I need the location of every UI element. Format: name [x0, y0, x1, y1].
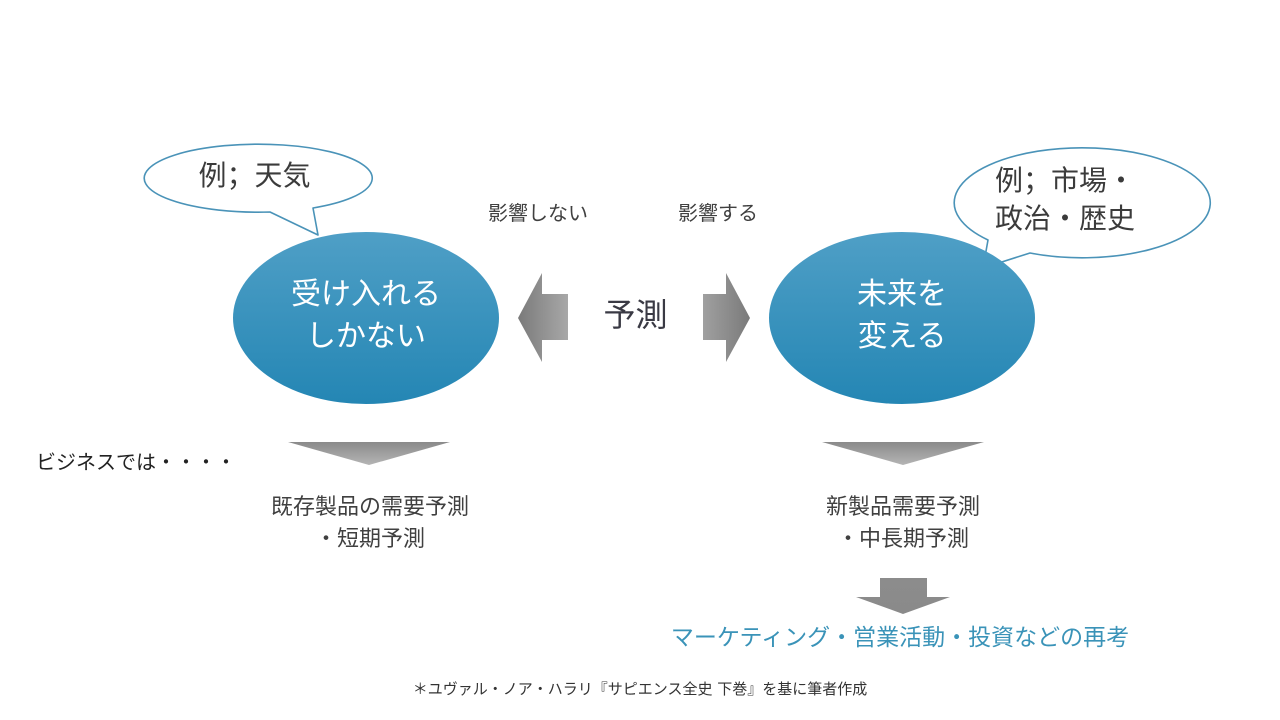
- left-ellipse-line2: しかない: [306, 319, 426, 354]
- left-ellipse: [233, 232, 499, 404]
- right-callout-text: 例；市場・ 政治・歴史: [937, 162, 1193, 238]
- right-outcome-line2: ・中長期予測: [836, 527, 969, 552]
- right-ellipse-line1: 未来を: [857, 277, 947, 312]
- right-ellipse-line2: 変える: [857, 319, 947, 354]
- right-callout-line1: 例；市場・: [994, 164, 1135, 197]
- left-callout-text: 例；天気: [198, 159, 311, 192]
- left-outcome: 既存製品の需要予測 ・短期予測: [220, 492, 520, 556]
- right-ellipse: [769, 232, 1035, 404]
- left-ellipse-text: 受け入れる しかない: [233, 274, 499, 358]
- right-outcome: 新製品需要予測 ・中長期予測: [753, 492, 1053, 556]
- right-ellipse-text: 未来を 変える: [769, 274, 1035, 358]
- left-ellipse-line1: 受け入れる: [291, 277, 441, 312]
- left-outcome-line2: ・短期予測: [314, 527, 425, 552]
- right-callout-line2: 政治・歴史: [994, 202, 1135, 235]
- chevron-down-left-icon: [288, 442, 450, 465]
- action-text: マーケティング・営業活動・投資などの再考: [670, 625, 1130, 651]
- prediction-label: 予測: [603, 296, 668, 334]
- left-outcome-line1: 既存製品の需要予測: [270, 495, 469, 520]
- arrow-left-icon: [518, 273, 568, 362]
- influence-none-label: 影響しない: [488, 201, 588, 225]
- arrow-down-icon: [856, 578, 950, 614]
- arrow-right-icon: [703, 273, 750, 362]
- influence-yes-label: 影響する: [678, 201, 758, 225]
- source-note: ＊ユヴァル・ノア・ハラリ『サピエンス全史 下巻』を基に筆者作成: [412, 680, 868, 698]
- left-callout-bubble: [143, 143, 374, 236]
- chevron-down-right-icon: [822, 442, 984, 465]
- right-callout-bubble: [953, 147, 1212, 269]
- business-label: ビジネスでは・・・・: [36, 450, 236, 474]
- right-outcome-line1: 新製品需要予測: [825, 495, 980, 520]
